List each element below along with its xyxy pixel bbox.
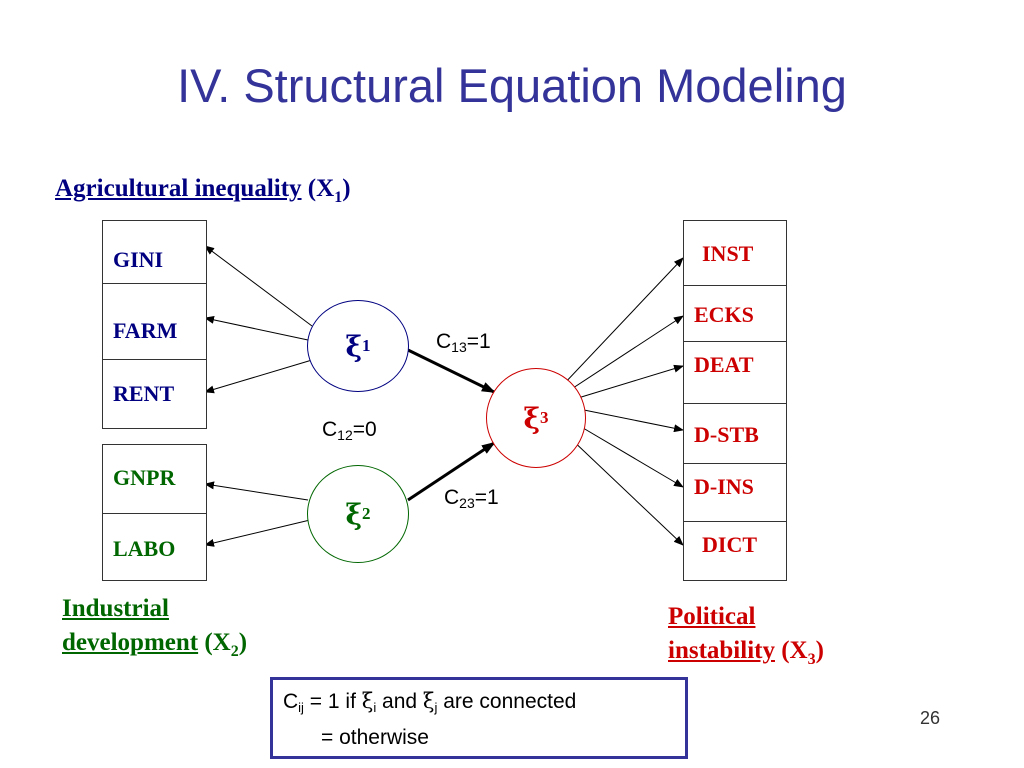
indicator-d-stb: D-STB [684, 403, 786, 463]
slide-title: IV. Structural Equation Modeling [177, 59, 847, 112]
indicator-farm: FARM [103, 283, 206, 359]
label-agricultural-inequality: Agricultural inequality (X1) [55, 175, 351, 206]
indicator-deat: DEAT [684, 341, 786, 403]
x3-indicator-box: INST ECKS DEAT D-STB D-INS DICT [683, 220, 787, 581]
edge-label-c13: C13=1 [436, 330, 491, 355]
x2-indicator-box: GNPR LABO [102, 444, 207, 581]
label-political-instability: Political instability (X3) [668, 603, 824, 668]
arrow-xi2-xi3 [407, 441, 496, 502]
x1-indicator-box: GINI FARM RENT [102, 220, 207, 429]
arrow-xi1-farm [204, 315, 309, 341]
indicator-gini: GINI [113, 247, 164, 272]
arrow-xi1-gini [204, 245, 313, 327]
arrow-xi1-xi3 [407, 348, 496, 394]
arrow-xi1-rent [204, 359, 313, 394]
edge-label-c12: C12=0 [322, 418, 377, 443]
note-line-2: = otherwise [321, 726, 429, 749]
arrow-xi2-gnpr [204, 481, 309, 501]
arrow-xi3-dstb [583, 409, 684, 433]
arrow-xi3-dins [577, 424, 684, 488]
indicator-rent: RENT [103, 359, 206, 428]
label-industrial-development: Industrial development (X2) [62, 595, 248, 660]
edge-label-c23: C23=1 [444, 486, 499, 511]
connection-note-box: Cij = 1 if ξi and ξj are connected = oth… [270, 677, 688, 759]
indicator-labo: LABO [103, 513, 206, 580]
indicator-d-ins: D-INS [684, 463, 786, 521]
indicator-dict: DICT [684, 521, 786, 580]
indicator-gnpr: GNPR [113, 465, 176, 490]
arrow-xi3-dict [567, 435, 684, 546]
arrow-xi3-inst [561, 257, 684, 387]
arrow-xi3-deat [577, 364, 684, 399]
arrow-xi3-ecks [569, 315, 684, 391]
indicator-ecks: ECKS [684, 285, 786, 341]
arrow-xi2-labo [204, 519, 311, 547]
note-line-1: Cij = 1 if ξi and ξj are connected [283, 689, 577, 715]
indicator-inst: INST [702, 241, 754, 266]
page-number: 26 [920, 708, 941, 728]
